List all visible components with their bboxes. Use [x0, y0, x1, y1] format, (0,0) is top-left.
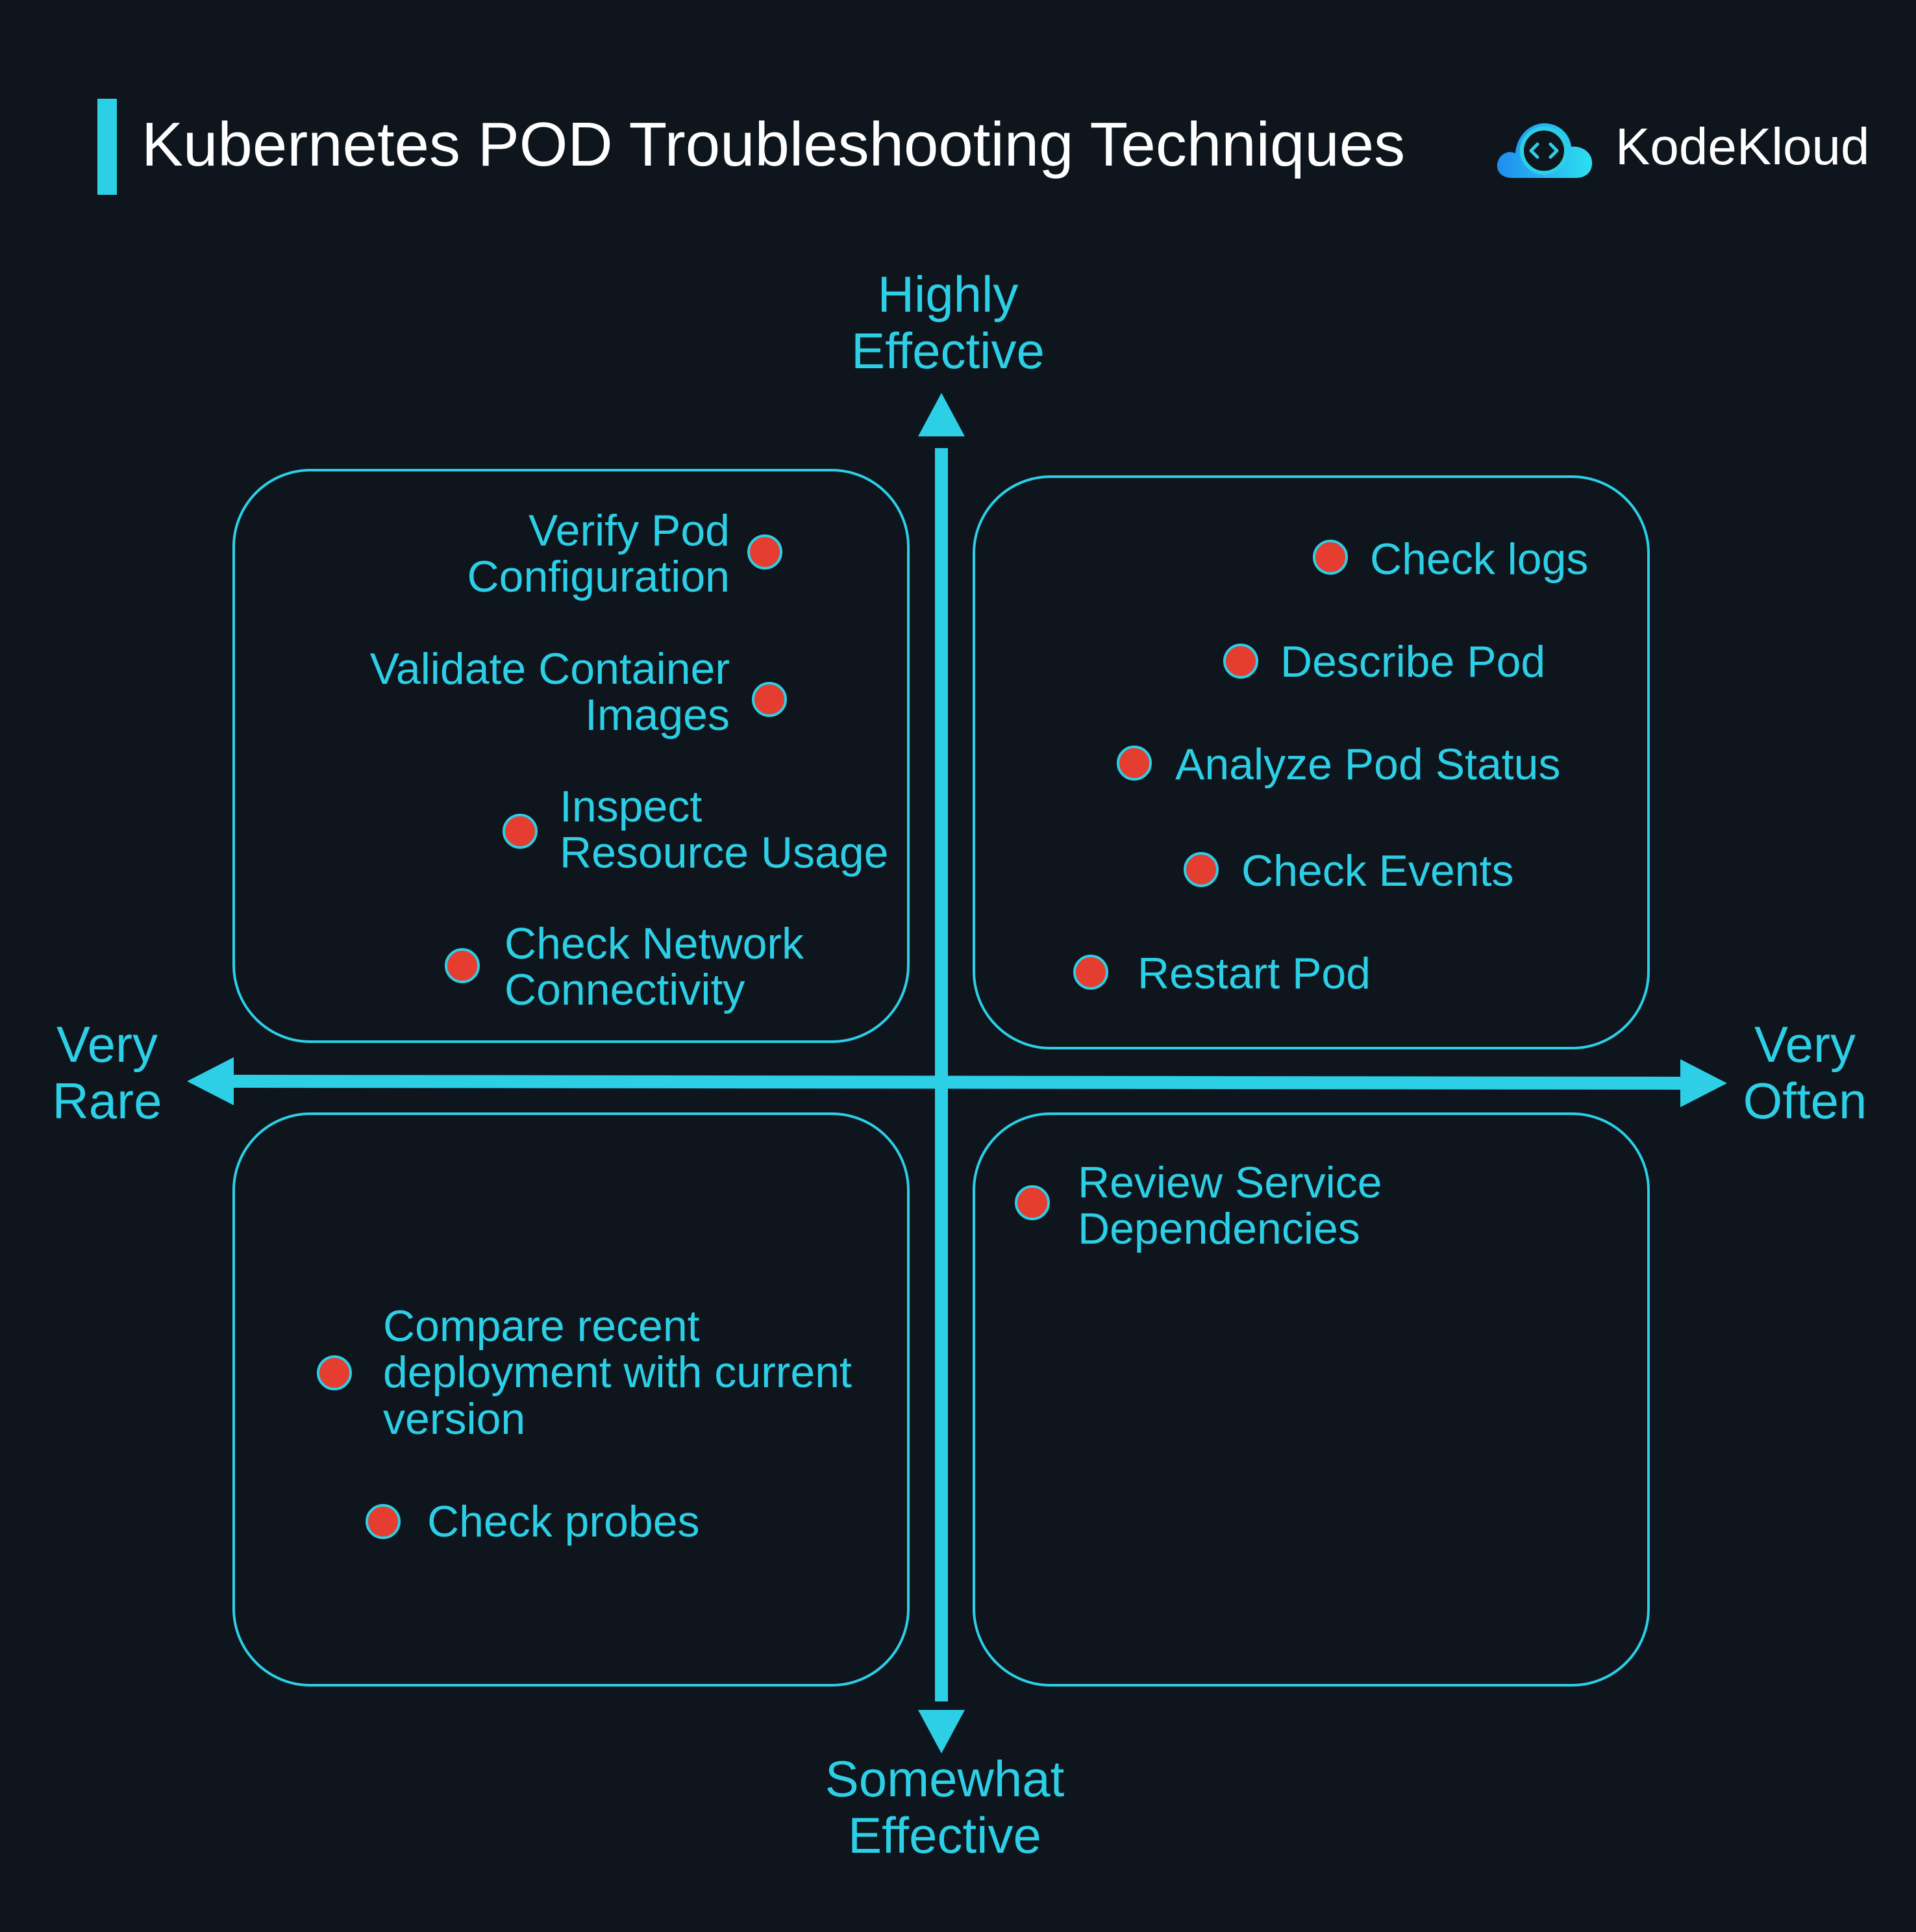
marker-dot — [366, 1504, 401, 1539]
list-item: Compare recent deployment with current v… — [383, 1301, 852, 1444]
brand-name: KodeKloud — [1615, 118, 1870, 175]
page-title: Kubernetes POD Troubleshooting Technique… — [142, 110, 1406, 179]
list-item: Check Network Connectivity — [504, 919, 804, 1015]
arrow-down-icon — [918, 1710, 965, 1753]
marker-dot — [747, 534, 782, 570]
cloud-code-icon — [1497, 123, 1593, 178]
marker-dot — [445, 948, 480, 983]
marker-dot — [1184, 852, 1219, 887]
marker-dot — [317, 1355, 352, 1390]
list-item: Review Service Dependencies — [1078, 1158, 1382, 1254]
arrow-left-icon — [187, 1057, 234, 1105]
marker-dot — [1073, 955, 1108, 990]
arrow-right-icon — [1680, 1059, 1727, 1107]
quadrant-bottom-left — [232, 1112, 910, 1687]
axis-label-left: Very Rare — [52, 1016, 162, 1130]
quadrant-top-left — [232, 469, 910, 1043]
list-item: Restart Pod — [1138, 949, 1371, 998]
list-item: Check Events — [1241, 846, 1514, 896]
list-item: Inspect Resource Usage — [560, 782, 889, 878]
axis-label-top: Highly Effective — [851, 266, 1045, 380]
marker-dot — [503, 814, 538, 849]
list-item: Verify Pod Configuration — [467, 506, 730, 602]
marker-dot — [1223, 644, 1258, 679]
marker-dot — [1117, 746, 1152, 781]
axis-label-bottom: Somewhat Effective — [825, 1750, 1065, 1864]
list-item: Describe Pod — [1280, 637, 1546, 686]
arrow-up-icon — [918, 393, 965, 436]
list-item: Check logs — [1370, 534, 1589, 584]
list-item: Check probes — [427, 1497, 700, 1546]
axis-label-right: Very Often — [1743, 1016, 1867, 1130]
quadrant-bottom-right — [973, 1112, 1650, 1687]
quadrant-top-right — [973, 475, 1650, 1049]
list-item: Analyze Pod Status — [1175, 740, 1561, 789]
marker-dot — [1015, 1185, 1050, 1220]
horizontal-axis — [223, 1075, 1682, 1090]
marker-dot — [1313, 540, 1348, 575]
marker-dot — [752, 682, 787, 717]
title-accent-bar — [97, 99, 117, 195]
list-item: Validate Container Images — [369, 644, 730, 740]
